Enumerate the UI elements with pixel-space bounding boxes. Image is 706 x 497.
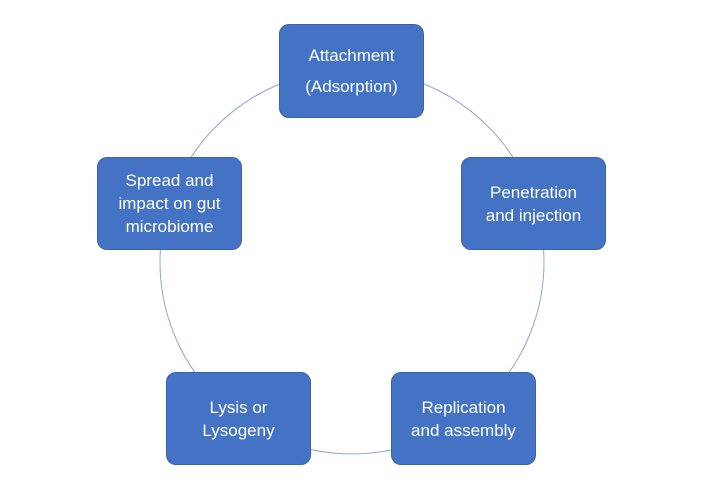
step-lysis-line-1: Lysis or: [209, 397, 268, 417]
step-spread-line-2: impact on gut: [118, 194, 221, 213]
step-spread-line-1: Spread and: [125, 171, 214, 190]
step-penetration-line-1: Penetration: [490, 182, 577, 202]
step-penetration: Penetration and injection: [461, 157, 606, 250]
step-spread: Spread and impact on gut microbiome: [97, 157, 242, 250]
step-attachment-line-2: (Adsorption): [305, 77, 398, 96]
step-replication-line-1: Replication: [421, 397, 506, 417]
step-spread-line-3: microbiome: [125, 217, 214, 236]
step-penetration-line-2: and injection: [485, 205, 582, 225]
step-attachment: Attachment (Adsorption): [279, 24, 424, 118]
step-lysis: Lysis or Lysogeny: [166, 372, 311, 465]
step-replication: Replication and assembly: [391, 372, 536, 465]
step-replication-line-2: and assembly: [411, 420, 516, 440]
step-lysis-line-2: Lysogeny: [202, 420, 275, 440]
step-attachment-line-1: Attachment: [308, 46, 395, 65]
